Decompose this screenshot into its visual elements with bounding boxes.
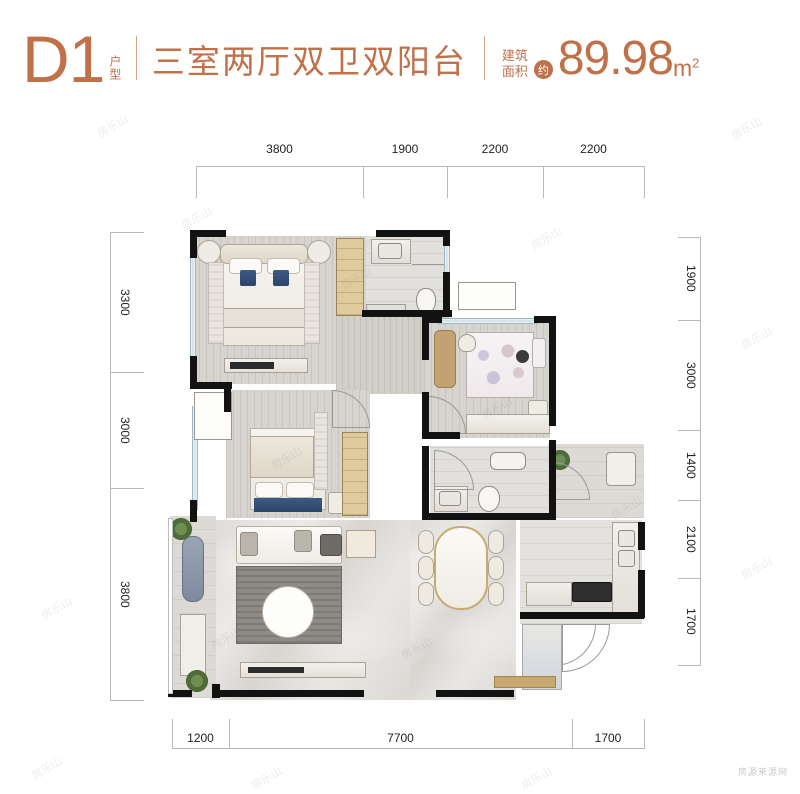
dining-chair-r1	[488, 530, 504, 554]
kids-desk-chair	[458, 334, 476, 352]
area-label-line1: 建筑	[501, 47, 528, 63]
second-bed-headboard	[250, 436, 314, 478]
service-balcony-washer	[606, 452, 636, 486]
dim-left-0: 3300	[118, 288, 132, 316]
watermark-tile: 房乐山	[729, 115, 765, 143]
dining-chair-l1	[418, 530, 434, 554]
watermark-tile: 房乐山	[739, 555, 775, 583]
watermark-tile: 房乐山	[519, 765, 555, 793]
living-sofa-cushion-left	[240, 532, 258, 556]
dim-right-4: 1700	[684, 608, 698, 635]
kids-bed-pillow	[532, 338, 546, 368]
kitchen-stove	[572, 582, 612, 602]
living-tv-screen	[248, 667, 304, 673]
second-bedroom-window	[192, 406, 198, 510]
kids-cabinet-row	[466, 414, 550, 434]
unit-code: D1	[22, 22, 105, 97]
kids-bed-toy	[516, 350, 529, 363]
dim-top-3: 2200	[580, 142, 607, 156]
dim-bottom-1: 7700	[387, 731, 414, 745]
balcony-yoga-mat	[182, 536, 204, 602]
dim-right-0: 1900	[684, 265, 698, 292]
approx-badge: 约	[533, 60, 553, 79]
master-nightstand-left	[197, 240, 221, 264]
watermark-tile: 房乐山	[39, 595, 75, 623]
area-value: 89.98	[557, 32, 674, 85]
dim-top-0: 3800	[266, 142, 293, 156]
kitchen-sink-upper	[618, 530, 635, 547]
kids-desk	[434, 330, 456, 388]
master-bed-cushion-left	[240, 270, 256, 286]
area-label-line2: 面积	[501, 63, 528, 79]
living-side-table	[346, 530, 376, 558]
kids-bedroom-window	[438, 318, 538, 324]
living-sofa-cushion-right	[320, 534, 342, 556]
balcony-plant-top	[170, 518, 192, 540]
dim-bottom-2: 1700	[594, 731, 622, 745]
guest-bath-shower-tray	[490, 452, 526, 470]
floor-plan: 房乐山 房乐山 房乐山 房乐山 房乐山 房乐山 房乐山 房乐山	[150, 200, 670, 710]
unit-code-subtitle: 户型	[107, 55, 122, 81]
second-bed-throw	[254, 498, 322, 512]
entry-threshold	[494, 676, 556, 688]
guest-bath-toilet	[478, 486, 500, 512]
kids-bed	[466, 332, 534, 398]
master-bed-throw	[223, 308, 305, 328]
dining-chair-r3	[488, 582, 504, 606]
header-divider-1	[135, 36, 137, 80]
kitchen-counter-bottom	[526, 582, 572, 606]
second-bed-pillow-right	[286, 482, 314, 498]
dim-right-2: 1400	[684, 451, 698, 479]
master-bath-window	[444, 240, 450, 274]
room-type-text: 三室两厅双卫双阳台	[151, 43, 467, 80]
master-bedroom-window	[190, 256, 196, 360]
watermark-tile: 房乐山	[249, 765, 285, 793]
living-coffee-table	[262, 586, 314, 638]
entry-door[interactable]	[562, 624, 610, 672]
master-bath-sink	[378, 243, 402, 259]
master-wardrobe	[336, 238, 364, 316]
dining-chair-l2	[418, 556, 434, 580]
area-unit-text: m	[672, 55, 693, 81]
dim-right-3: 2100	[684, 525, 698, 553]
second-bed-pillow-left	[255, 482, 283, 498]
watermark-tile: 房乐山	[739, 325, 775, 353]
footer-watermark: 房源来源网	[737, 767, 788, 777]
balcony-exercise-bike	[180, 614, 206, 676]
master-bed-rug-left	[208, 262, 224, 344]
second-bed-rug	[314, 412, 328, 490]
dim-right-1: 3000	[684, 361, 698, 389]
dining-chair-l3	[418, 582, 434, 606]
watermark-tile: 房乐山	[529, 225, 565, 253]
guest-bath-sink	[439, 491, 461, 506]
balcony-plant-bottom	[186, 670, 208, 692]
header: D1 户型 三室两厅双卫双阳台 建筑 面积 约 89.98 m2	[0, 0, 800, 108]
dining-chair-r2	[488, 556, 504, 580]
dim-top-2: 2200	[481, 142, 509, 156]
master-bath-shower-partition	[412, 264, 450, 265]
kitchen-sink-lower	[618, 550, 635, 567]
hall-wall-art	[458, 282, 516, 310]
dim-left-2: 3800	[118, 580, 132, 608]
area-unit-exponent: 2	[692, 55, 700, 71]
living-sofa-cushion-mid	[294, 530, 312, 552]
master-bed-cushion-right	[273, 270, 289, 286]
master-nightstand-right	[307, 240, 331, 264]
area-unit: m2	[673, 55, 699, 82]
area-label: 建筑 面积	[502, 48, 528, 81]
dining-table	[434, 526, 488, 610]
watermark-tile: 房乐山	[179, 205, 215, 233]
master-bed-rug-right	[304, 262, 320, 344]
master-tv-screen	[230, 362, 274, 369]
dim-bottom-0: 1200	[187, 731, 214, 745]
second-wardrobe	[342, 432, 368, 516]
watermark-tile: 房乐山	[95, 113, 131, 141]
dim-left-1: 3000	[118, 416, 132, 444]
header-divider-2	[483, 36, 485, 80]
watermark-tile: 房乐山	[29, 755, 65, 783]
dim-top-1: 1900	[391, 142, 419, 156]
